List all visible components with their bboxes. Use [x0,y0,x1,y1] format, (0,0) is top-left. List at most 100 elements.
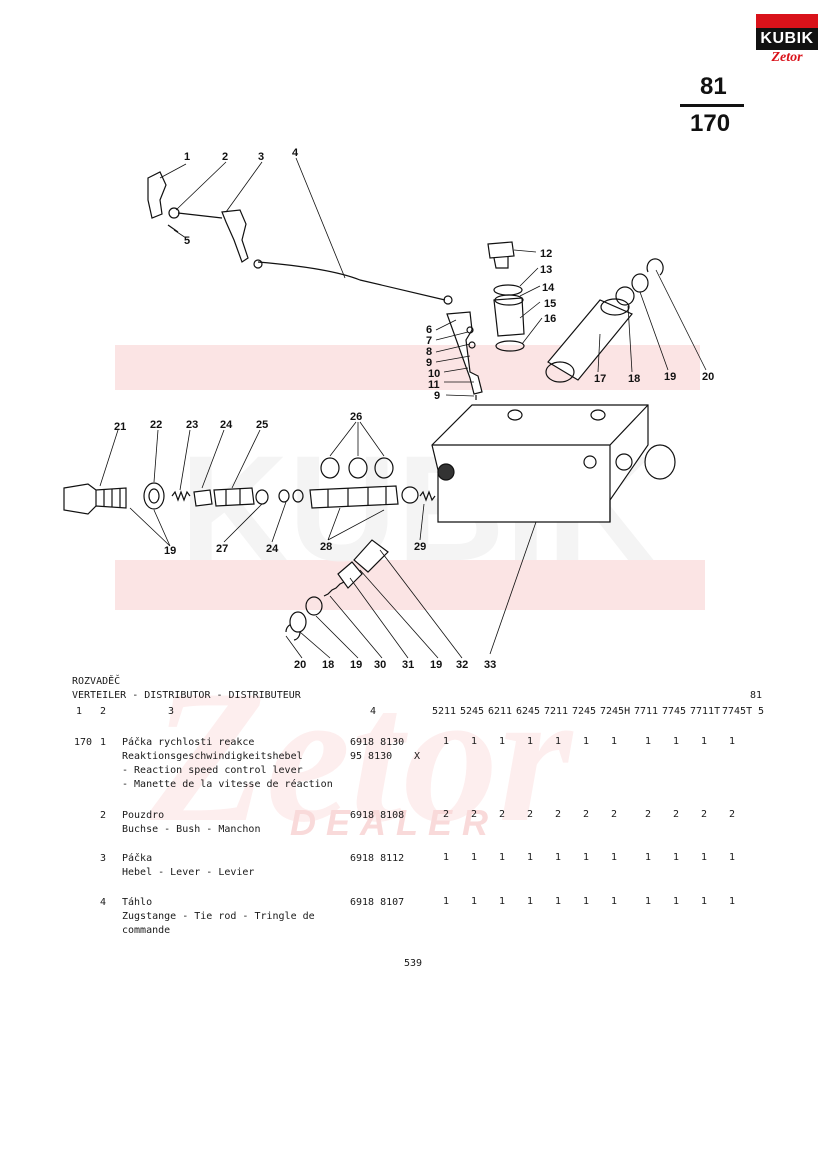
row4-qty: 1 [672,896,680,907]
row2-qty: 2 [498,809,506,820]
row2-pos: 2 [100,810,107,821]
callout-33: 33 [484,659,496,671]
callout-14: 14 [542,282,555,294]
row1-qty: 1 [582,736,590,747]
col-header-4: 4 [370,706,377,717]
row3-pos: 3 [100,853,107,864]
col-header-1: 1 [76,706,83,717]
row4-qty: 1 [526,896,534,907]
callout-20b: 20 [294,659,306,671]
row3-qty: 1 [582,852,590,863]
row3-qty: 1 [498,852,506,863]
callout-27: 27 [216,543,228,555]
callout-19c: 19 [350,659,362,671]
row2-qty: 2 [644,809,652,820]
model-header-top-right: 81 [750,690,763,701]
row1-desc-2: - Reaction speed control lever [122,765,303,776]
callout-22: 22 [150,419,162,431]
col-header-2: 2 [100,706,107,717]
callout-19: 19 [664,371,676,383]
model-7711: 7711 [634,706,659,717]
row4-qty: 1 [442,896,450,907]
row3-qty: 1 [470,852,478,863]
row2-qty: 2 [582,809,590,820]
callout-17: 17 [594,373,606,385]
col-header-3: 3 [168,706,175,717]
model-7711t: 7711T [690,706,721,717]
row3-qty: 1 [700,852,708,863]
row3-qty: 1 [442,852,450,863]
model-7745t: 7745T [722,706,753,717]
logo-brand: KUBIK [756,28,818,50]
row1-group: 170 [74,737,93,748]
callout-29: 29 [414,541,426,553]
row2-desc-0: Pouzdro [122,810,165,821]
row2-qty: 2 [526,809,534,820]
callout-26: 26 [350,411,362,423]
row3-qty: 1 [526,852,534,863]
callout-32: 32 [456,659,468,671]
row4-qty: 1 [610,896,618,907]
callout-10: 10 [428,368,440,380]
row2-qty: 2 [728,809,736,820]
row3-part-0: 6918 8112 [350,853,405,864]
callout-12: 12 [540,248,552,260]
model-7745: 7745 [662,706,687,717]
callout-20: 20 [702,371,714,383]
row4-qty: 1 [700,896,708,907]
row4-qty: 1 [470,896,478,907]
callout-1: 1 [184,151,190,163]
row4-part-0: 6918 8107 [350,897,405,908]
row4-qty: 1 [582,896,590,907]
model-6211: 6211 [488,706,513,717]
row1-part-1: 95 8130 [350,751,393,762]
row3-qty: 1 [672,852,680,863]
callout-3: 3 [258,151,264,163]
model-7245: 7245 [572,706,597,717]
row2-qty: 2 [554,809,562,820]
row2-qty: 2 [470,809,478,820]
row4-desc-2: commande [122,925,171,936]
row4-qty: 1 [728,896,736,907]
model-7245h: 7245H [600,706,631,717]
row2-qty: 2 [610,809,618,820]
callout-5: 5 [184,235,190,247]
row1-desc-1: Reaktionsgeschwindigkeitshebel [122,751,303,762]
row2-qty: 2 [672,809,680,820]
callout-4: 4 [292,147,299,159]
row1-qty: 1 [554,736,562,747]
callout-21: 21 [114,421,126,433]
logo-zetor: Zetor [771,50,803,65]
row2-qty: 2 [700,809,708,820]
logo-red-band [756,14,818,28]
model-5245: 5245 [460,706,485,717]
callout-16: 16 [544,313,556,325]
callout-28: 28 [320,541,332,553]
row4-qty: 1 [644,896,652,907]
row3-qty: 1 [728,852,736,863]
model-last: 5 [758,706,765,717]
fraction-line [680,104,744,107]
model-5211: 5211 [432,706,457,717]
row1-desc-3: - Manette de la vitesse de réaction [122,779,333,790]
callout-6: 6 [426,324,432,336]
row4-desc-0: Táhlo [122,897,153,908]
row1-pos: 1 [100,737,107,748]
table-title-cz: ROZVADĚČ [72,676,121,687]
callout-9: 9 [426,357,432,369]
row4-desc-1: Zugstange - Tie rod - Tringle de [122,911,315,922]
model-7211: 7211 [544,706,569,717]
row1-qty: 1 [526,736,534,747]
page-number: 539 [404,958,423,969]
row4-qty: 1 [498,896,506,907]
page-ref-bottom: 170 [690,110,731,137]
row3-qty: 1 [644,852,652,863]
row3-desc-1: Hebel - Lever - Levier [122,867,255,878]
row1-qty: 1 [498,736,506,747]
callout-18b: 18 [322,659,334,671]
callout-13: 13 [540,264,552,276]
row4-qty: 1 [554,896,562,907]
row3-qty: 1 [610,852,618,863]
row1-qty: 1 [644,736,652,747]
row3-desc-0: Páčka [122,853,153,864]
